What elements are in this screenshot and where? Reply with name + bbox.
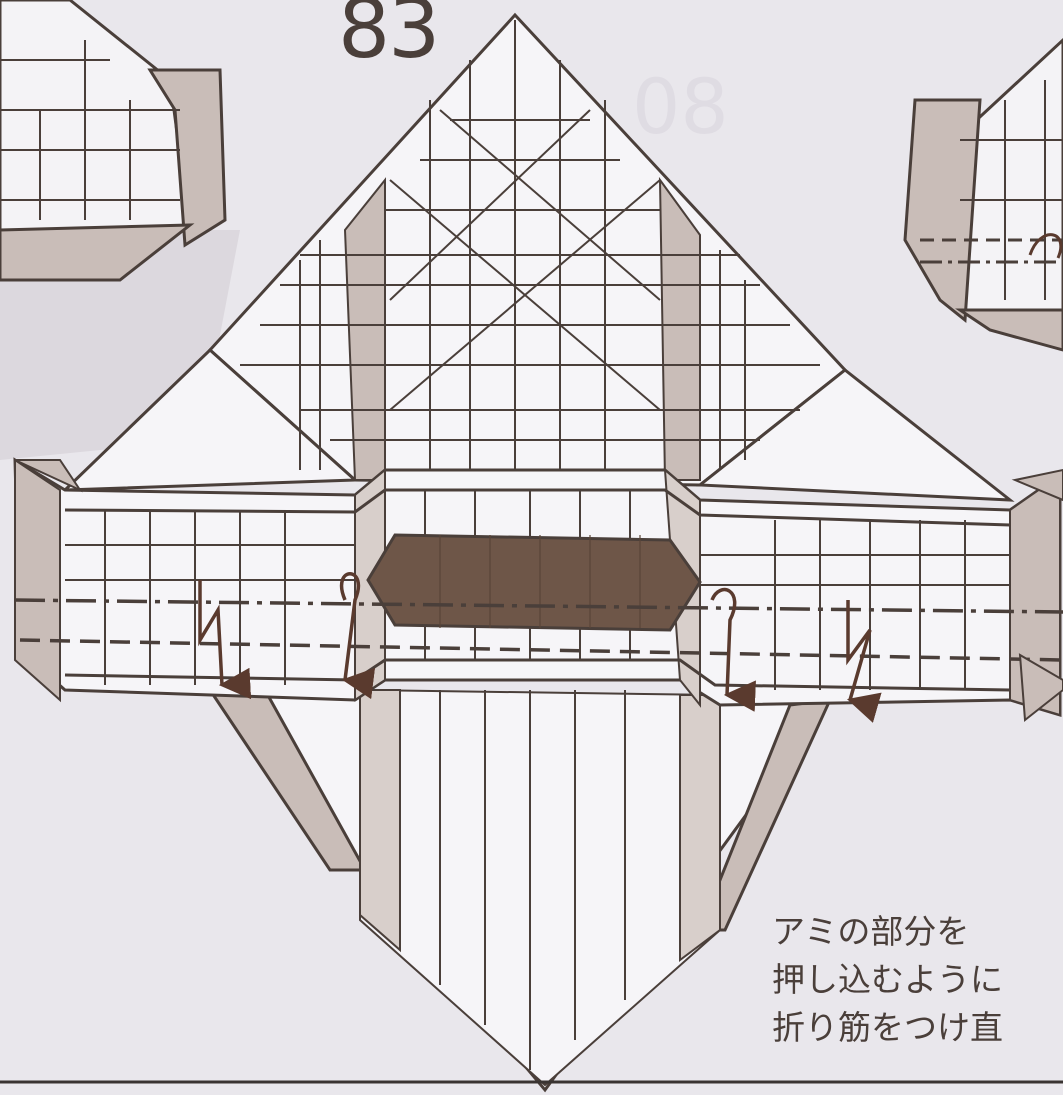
mountain-fold-line bbox=[14, 598, 1063, 614]
ghost-step-number: 08 bbox=[632, 62, 729, 151]
caption-line: 折り筋をつけ直 bbox=[772, 1008, 1003, 1047]
valley-fold-line bbox=[19, 638, 1063, 662]
caption-line: 押し込むように bbox=[772, 960, 1003, 999]
fold-arrow-right bbox=[710, 588, 756, 712]
fold-arrow-left bbox=[339, 572, 376, 700]
left-partial-model bbox=[0, 0, 227, 282]
pleat-arrow-left bbox=[198, 580, 252, 700]
right-partial-model bbox=[903, 37, 1063, 352]
hatched-section bbox=[366, 533, 702, 632]
pleat-arrow-right bbox=[846, 600, 882, 723]
step-number: 83 bbox=[338, 0, 440, 77]
caption-line: アミの部分を bbox=[772, 912, 970, 951]
main-origami-model bbox=[13, 12, 1063, 1093]
instruction-caption: アミの部分を 押し込むように 折り筋をつけ直 bbox=[772, 908, 1063, 1052]
